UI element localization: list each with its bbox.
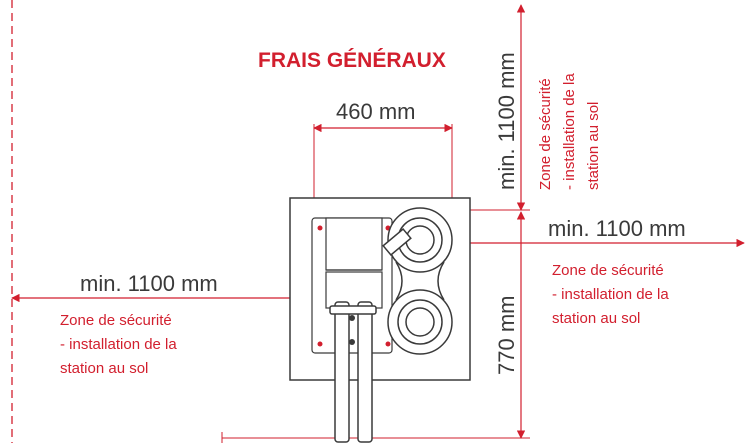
holder-connector [437, 261, 445, 301]
right-clearance-label: min. 1100 mm [548, 216, 686, 241]
diagram-title: FRAIS GÉNÉRAUX [258, 49, 446, 72]
screw-bolt [317, 225, 323, 231]
top-zone-line2: - installation de la [561, 73, 578, 190]
screw-bolt [385, 341, 391, 347]
mounting-posts [329, 301, 377, 443]
dim-460-label: 460 mm [336, 99, 415, 124]
right-zone-line1: Zone de sécurité [552, 262, 664, 279]
left-clearance-label: min. 1100 mm [80, 271, 218, 296]
left-zone-line3: station au sol [60, 360, 148, 377]
screw-bolt [317, 341, 323, 347]
dim-770-label: 770 mm [494, 296, 519, 375]
top-zone-line3: station au sol [585, 102, 602, 190]
right-zone-line3: station au sol [552, 310, 640, 327]
charger-housing [311, 217, 393, 354]
top-clearance-label: min. 1100 mm [494, 52, 519, 190]
post-bolt [349, 339, 355, 345]
right-zone-line2: - installation de la [552, 286, 669, 303]
holder-connector [395, 261, 403, 301]
top-zone-line1: Zone de sécurité [537, 78, 554, 190]
post-bolt [349, 315, 355, 321]
cable-holder-upper [382, 207, 453, 273]
left-zone-line2: - installation de la [60, 336, 177, 353]
left-zone-line1: Zone de sécurité [60, 312, 172, 329]
cable-holder-lower [387, 289, 453, 355]
